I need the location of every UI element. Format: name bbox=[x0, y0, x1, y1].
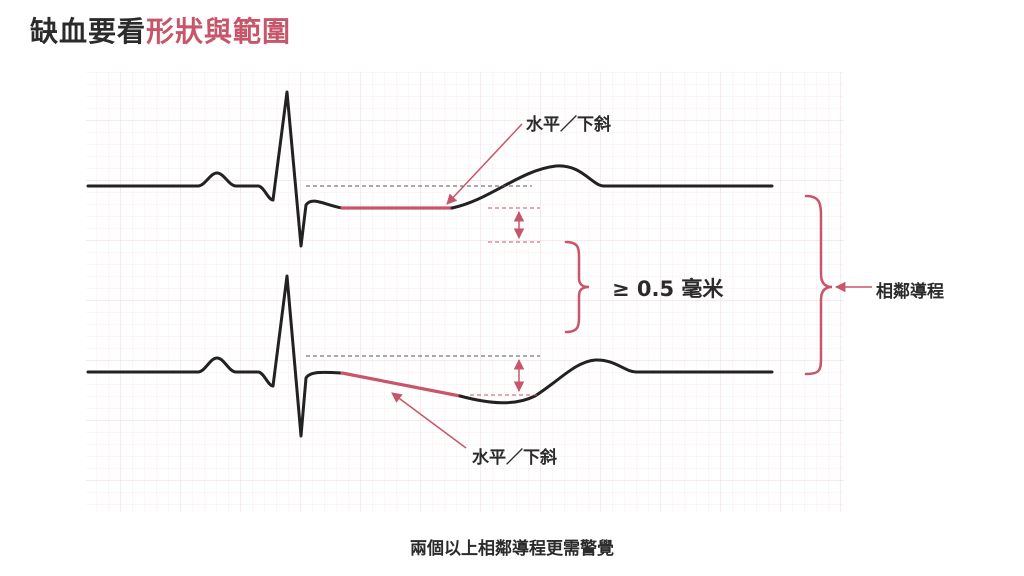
caption: 兩個以上相鄰導程更需警覺 bbox=[410, 539, 614, 559]
top-annotation-arrow bbox=[446, 123, 523, 205]
bottom-trace-baseline bbox=[86, 274, 344, 438]
bottom-segment-label: 水平／下斜 bbox=[472, 448, 557, 468]
ecg-grid bbox=[86, 72, 844, 512]
top-t-wave bbox=[450, 164, 774, 210]
contiguous-leads-label: 相鄰導程 bbox=[876, 282, 944, 302]
bottom-annotation-arrow bbox=[391, 392, 467, 449]
title-prefix: 缺血要看 bbox=[30, 15, 147, 48]
contiguous-bracket bbox=[804, 194, 833, 376]
bottom-st-segment bbox=[340, 371, 462, 398]
top-segment-label: 水平／下斜 bbox=[526, 115, 611, 135]
top-ecg-trace bbox=[86, 90, 774, 248]
depression-markers bbox=[470, 207, 540, 396]
bottom-t-wave bbox=[458, 358, 774, 405]
depression-bracket bbox=[564, 240, 590, 334]
top-trace-baseline bbox=[86, 90, 344, 248]
page-title: 缺血要看形狀與範圍 bbox=[30, 10, 291, 50]
depression-label: ≥ 0.5 毫米 bbox=[612, 277, 724, 301]
bottom-ecg-trace bbox=[86, 274, 774, 438]
title-highlight: 形狀與範圍 bbox=[146, 15, 292, 48]
